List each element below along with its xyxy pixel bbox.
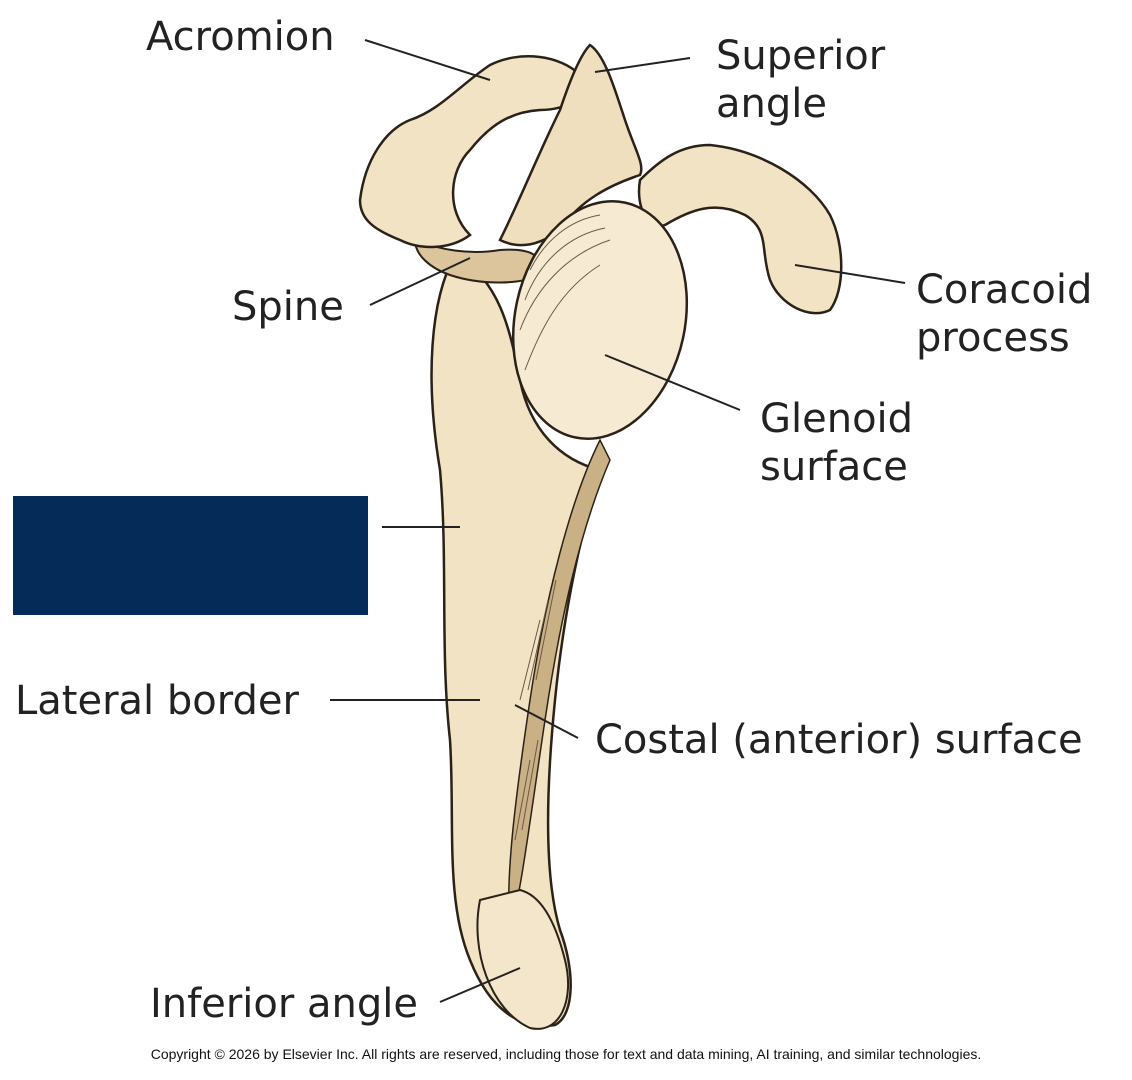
hidden-label-box (13, 496, 368, 615)
label-glenoid-line2: surface (760, 444, 908, 490)
leader-superior-angle (594, 57, 691, 73)
leader-spine (369, 257, 471, 306)
leader-glenoid (604, 354, 741, 411)
scapula-blade (430, 253, 602, 1027)
label-costal-surface: Costal (anterior) surface (595, 717, 1083, 763)
label-inferior-angle: Inferior angle (150, 981, 419, 1027)
blade-hatching (514, 579, 557, 841)
leader-acromion (364, 39, 491, 81)
label-superior-angle-line2: angle (716, 81, 827, 127)
coracoid-shape (637, 143, 843, 315)
label-glenoid-line1: Glenoid (760, 396, 914, 442)
leader-coracoid (794, 264, 906, 284)
label-coracoid-line2: process (916, 315, 1070, 361)
label-spine: Spine (232, 284, 344, 330)
glenoid-shape (511, 200, 689, 440)
leader-inferior-angle (439, 967, 521, 1003)
copyright-notice: Copyright © 2026 by Elsevier Inc. All ri… (150, 1046, 982, 1062)
leader-lines (330, 39, 906, 1003)
label-superior-angle-line1: Superior (716, 33, 886, 79)
inferior-angle-shape (476, 888, 570, 1030)
glenoid-hatching (519, 214, 611, 371)
acromion-shape (358, 55, 584, 249)
label-lateral-border: Lateral border (15, 678, 299, 724)
label-acromion: Acromion (146, 14, 335, 60)
label-coracoid-line1: Coracoid (916, 267, 1093, 313)
leader-costal-surface (514, 704, 579, 739)
